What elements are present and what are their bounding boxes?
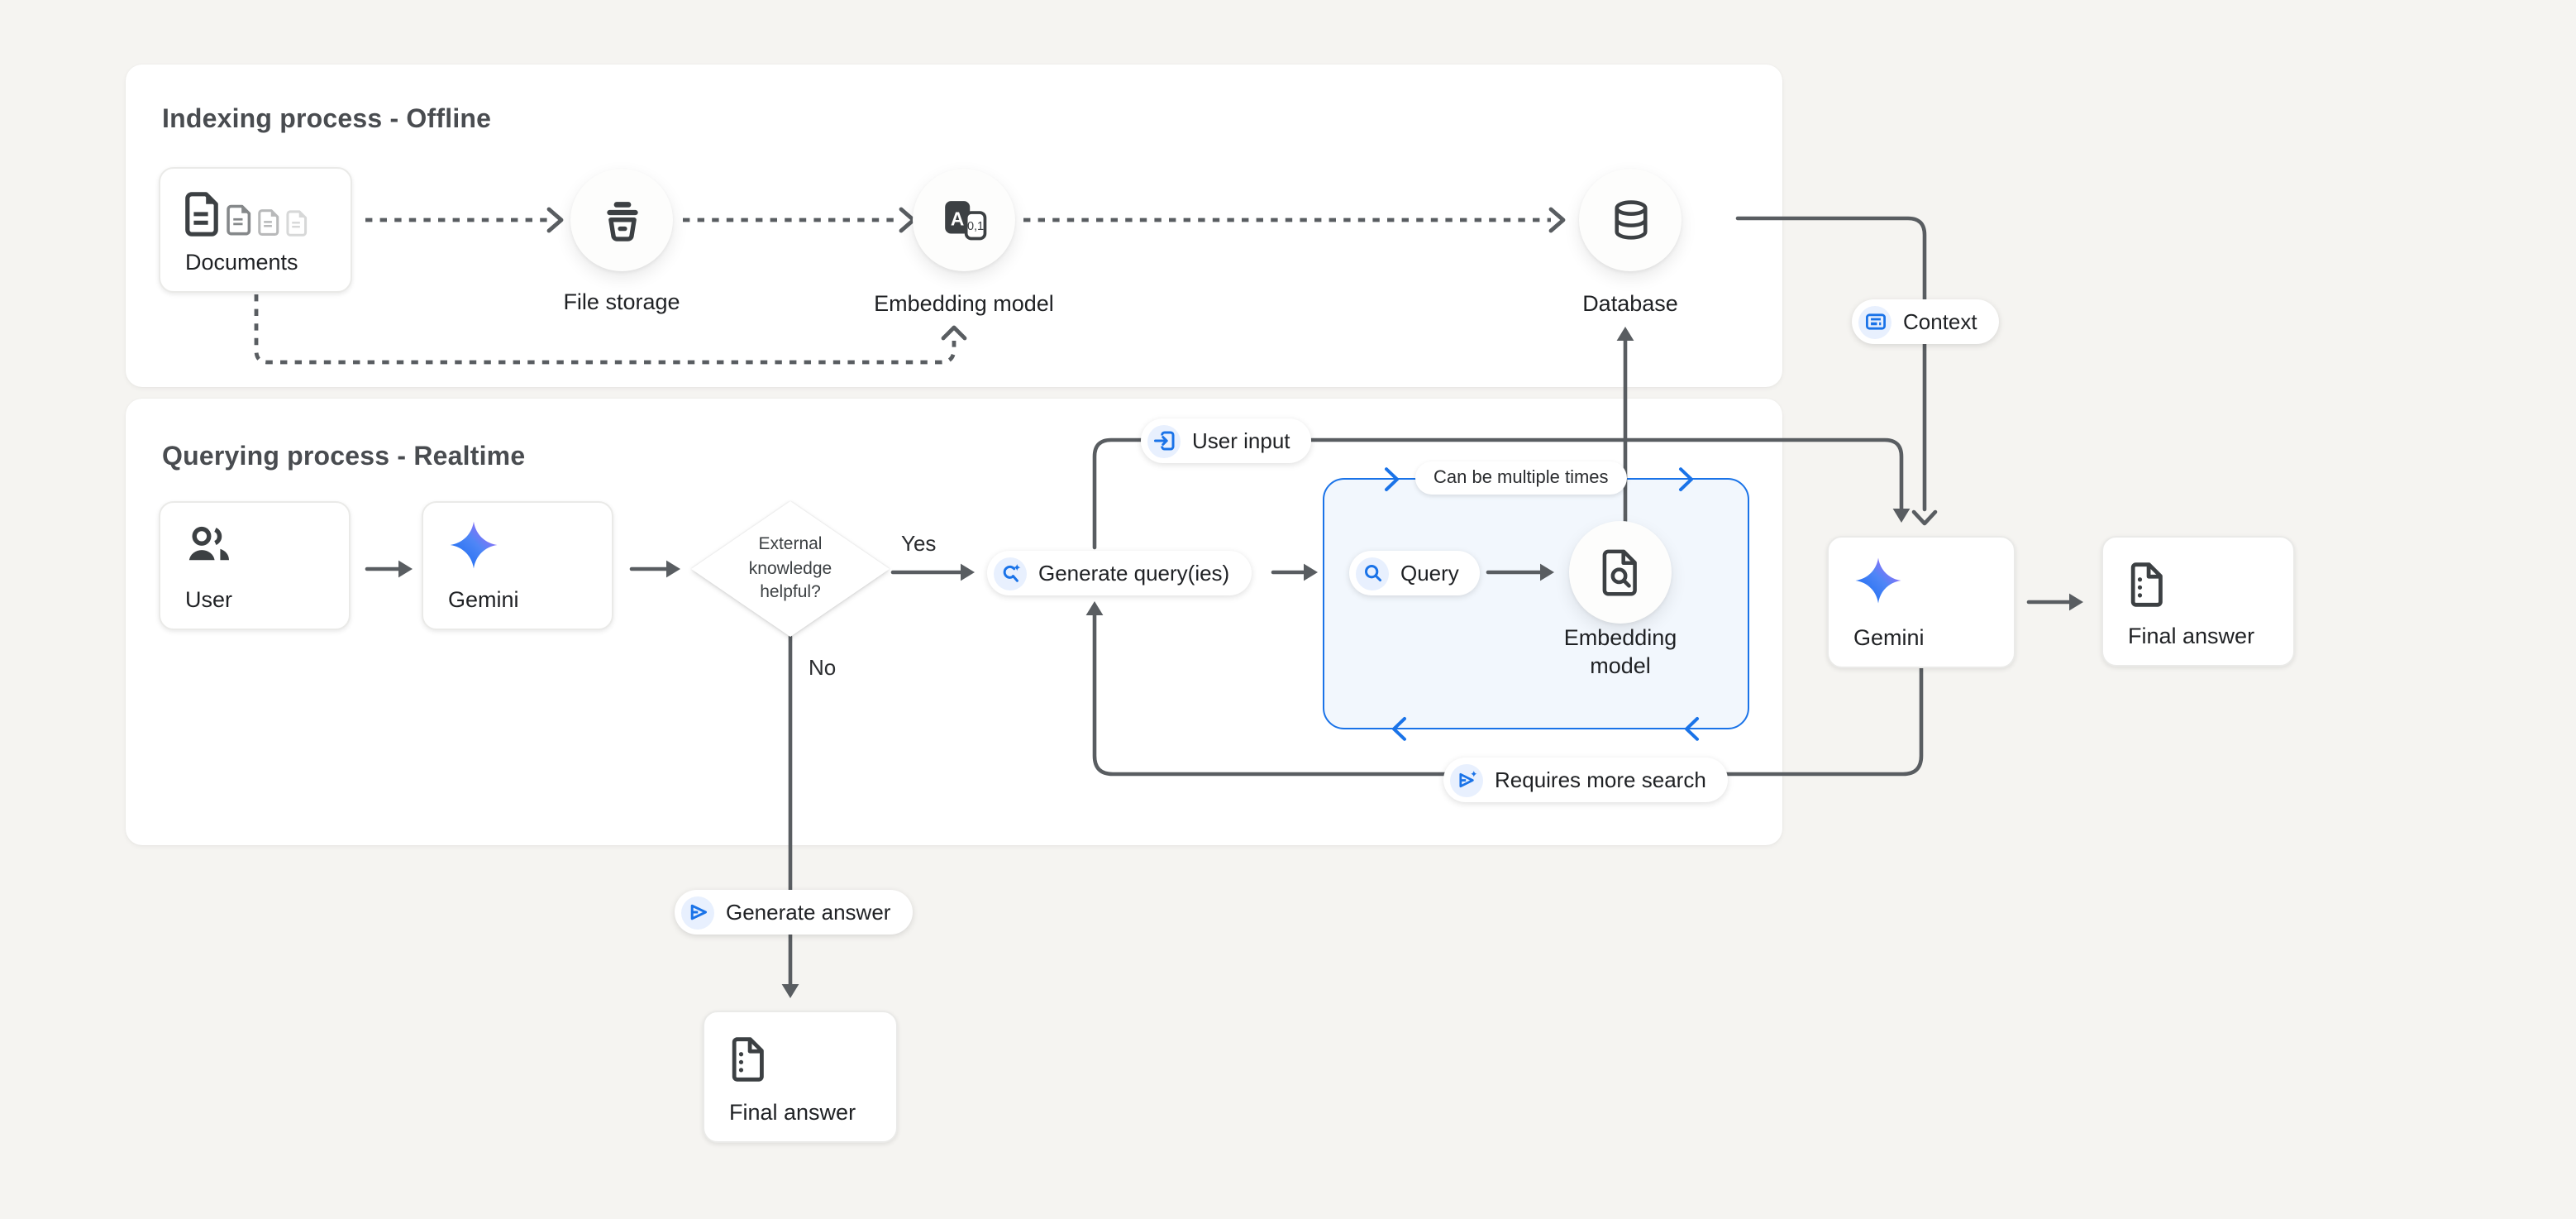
loop-box-arrow-bottom-right bbox=[1685, 717, 1699, 741]
decision-diamond: External knowledge helpful? bbox=[691, 501, 890, 637]
search-icon bbox=[1356, 557, 1389, 590]
user-input-label: User input bbox=[1192, 428, 1290, 453]
arrowhead-yes bbox=[961, 563, 975, 581]
embedding-inner-node bbox=[1569, 521, 1672, 624]
gemini-right-card: Gemini bbox=[1827, 536, 2015, 668]
embedding-model-label: Embedding model bbox=[874, 291, 1054, 316]
gemini-right-label: Gemini bbox=[1853, 625, 1925, 650]
context-icon bbox=[1858, 305, 1891, 338]
arrowhead-embedding-inner bbox=[1540, 563, 1554, 581]
edge-user-input-to-gemini-right bbox=[1092, 437, 1904, 550]
svg-text:A: A bbox=[950, 207, 963, 228]
loop-box-arrow-bottom-left bbox=[1392, 717, 1406, 741]
arrowhead-no-down bbox=[781, 984, 799, 998]
file-storage-node bbox=[570, 169, 673, 271]
generate-answer-pill: Generate answer bbox=[675, 890, 913, 935]
draft-document-icon bbox=[2128, 562, 2166, 615]
decision-text: External knowledge helpful? bbox=[748, 534, 832, 603]
edge-documents-feedback-loop bbox=[254, 294, 956, 365]
gemini-left-card: Gemini bbox=[422, 501, 613, 630]
context-pill: Context bbox=[1852, 299, 1999, 344]
user-icon bbox=[185, 524, 233, 574]
arrowhead-open-database bbox=[1548, 207, 1566, 233]
send-icon bbox=[681, 896, 714, 929]
send-sparkle-icon bbox=[1450, 763, 1483, 796]
database-node bbox=[1579, 169, 1682, 271]
arrowhead-final-answer-right bbox=[2069, 593, 2083, 611]
can-be-multiple-times-pill: Can be multiple times bbox=[1415, 461, 1627, 495]
generate-queries-label: Generate query(ies) bbox=[1038, 561, 1230, 586]
retrieval-loop-box bbox=[1323, 478, 1749, 729]
query-pill: Query bbox=[1349, 551, 1481, 595]
file-search-icon bbox=[1601, 548, 1636, 595]
arrowhead-open-file-storage bbox=[546, 207, 564, 233]
arrowhead-user-input-down bbox=[1892, 509, 1911, 523]
arrowhead-gemini-decision bbox=[666, 560, 680, 578]
database-icon bbox=[1614, 199, 1647, 239]
user-input-pill: User input bbox=[1141, 418, 1312, 463]
embedding-inner-label: Embedding model bbox=[1563, 625, 1677, 678]
query-label: Query bbox=[1400, 561, 1459, 586]
file-storage-label: File storage bbox=[563, 289, 680, 314]
final-answer-right-card: Final answer bbox=[2101, 536, 2295, 667]
arrowhead-requires-up bbox=[1085, 601, 1104, 615]
context-pill-label: Context bbox=[1903, 309, 1977, 334]
input-icon bbox=[1147, 424, 1181, 457]
yes-edge-label: Yes bbox=[901, 531, 937, 556]
indexing-panel-title: Indexing process - Offline bbox=[162, 106, 492, 134]
documents-label: Documents bbox=[185, 250, 298, 275]
gemini-left-label: Gemini bbox=[448, 587, 519, 612]
database-label: Database bbox=[1582, 291, 1678, 316]
arrowhead-open-feedback-up bbox=[941, 325, 967, 341]
loop-box-arrow-top-left bbox=[1385, 467, 1399, 491]
documents-icon bbox=[185, 192, 308, 237]
bucket-icon bbox=[606, 201, 637, 241]
user-label: User bbox=[185, 587, 233, 612]
draft-document-icon bbox=[729, 1037, 767, 1090]
requires-more-search-label: Requires more search bbox=[1495, 767, 1706, 792]
arrowhead-loop-box bbox=[1304, 563, 1318, 581]
requires-more-search-pill: Requires more search bbox=[1443, 758, 1728, 802]
arrowhead-database-up bbox=[1616, 327, 1634, 341]
can-be-multiple-times-label: Can be multiple times bbox=[1433, 468, 1609, 488]
generate-queries-pill: Generate query(ies) bbox=[987, 551, 1252, 595]
generate-answer-label: Generate answer bbox=[726, 900, 891, 925]
user-card: User bbox=[159, 501, 351, 630]
svg-text:0,1: 0,1 bbox=[966, 219, 983, 232]
loop-box-arrow-top-right bbox=[1679, 467, 1693, 491]
documents-card: Documents bbox=[159, 167, 352, 293]
arrowhead-open-context-gemini bbox=[1911, 509, 1938, 526]
final-answer-bottom-label: Final answer bbox=[729, 1100, 856, 1125]
no-edge-label: No bbox=[809, 655, 837, 680]
arrowhead-user-gemini bbox=[398, 560, 413, 578]
gemini-icon bbox=[448, 519, 499, 579]
final-answer-bottom-card: Final answer bbox=[703, 1011, 898, 1143]
final-answer-right-label: Final answer bbox=[2128, 624, 2255, 648]
edge-database-context-to-gemini-right bbox=[1735, 216, 1927, 512]
gemini-icon bbox=[1853, 556, 1903, 614]
querying-panel-title: Querying process - Realtime bbox=[162, 443, 526, 471]
search-sparkle-icon bbox=[994, 557, 1027, 590]
